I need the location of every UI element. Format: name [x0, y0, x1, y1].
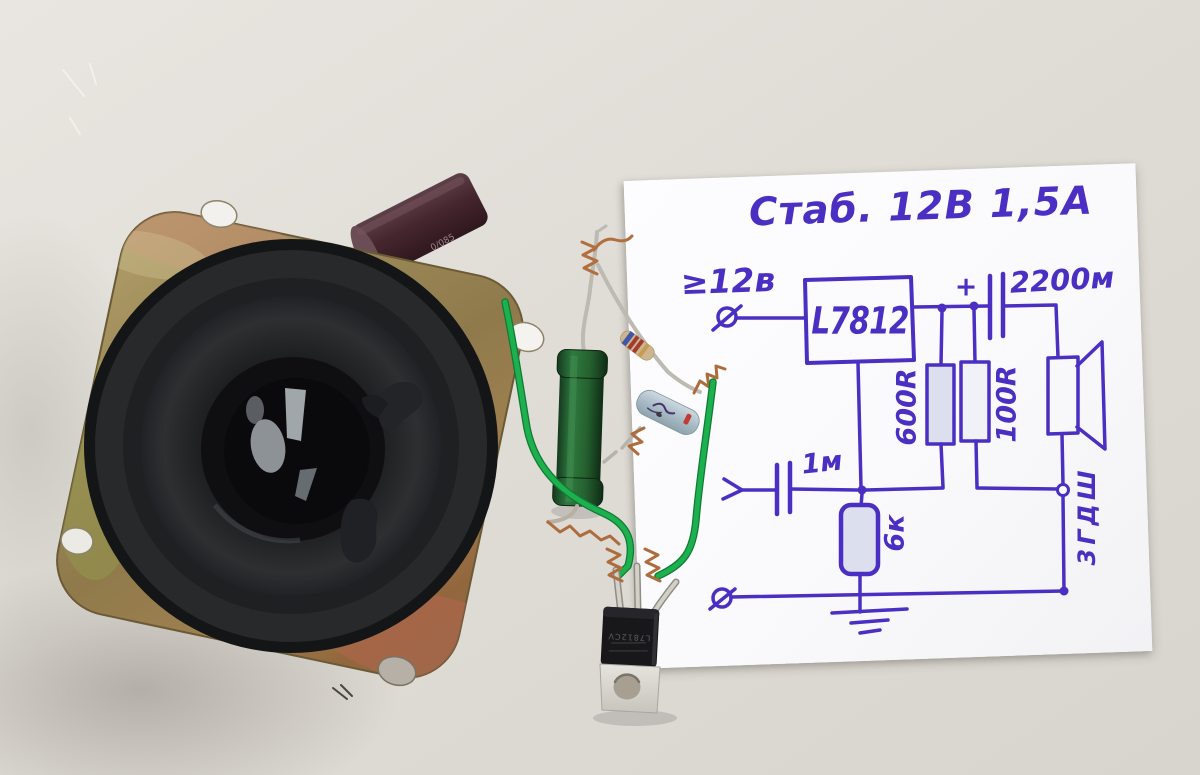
- film-resistor-banded: [620, 330, 655, 361]
- regulator-gnd-lead: [856, 361, 867, 495]
- to220-regulator-chip: [593, 562, 680, 726]
- glue-blobs: [340, 381, 423, 563]
- speaker-driver: [50, 199, 545, 700]
- mount-hole-top-left: [200, 199, 238, 229]
- speaker-terminal-wires: [332, 684, 353, 700]
- capacitor-1u-symbol: [721, 460, 859, 517]
- regulator-box: [803, 275, 916, 365]
- resistor-6k-symbol: [838, 492, 881, 614]
- ground-symbol: [830, 607, 909, 635]
- resistor-100-symbol: [959, 308, 1059, 491]
- speaker-node: [1056, 483, 1070, 596]
- resistor-bottom-lead: [546, 504, 621, 546]
- copper-wrap-top: [580, 234, 634, 276]
- mount-hole-left: [60, 527, 94, 555]
- output-wire: [912, 301, 990, 313]
- dome-reflections: [246, 388, 317, 501]
- background-scratch-marks: [62, 63, 97, 135]
- blue-cap-leads: [602, 364, 727, 464]
- capacitor-2200-symbol: [987, 271, 1060, 359]
- wirewound-resistor-green: [551, 348, 608, 520]
- chip-tab: [599, 663, 661, 714]
- mount-hole-bottom: [377, 655, 417, 687]
- copper-wire-twists: [605, 547, 662, 583]
- small-capacitor-blue: [636, 389, 700, 435]
- resistor-600-symbol: [864, 310, 956, 492]
- speaker-symbol: [1046, 340, 1107, 486]
- bottom-rail: [708, 587, 1066, 611]
- green-hookup-wires: [501, 298, 717, 580]
- input-terminal: [711, 304, 807, 332]
- throat-highlight: [213, 503, 301, 544]
- chip-body: [600, 606, 660, 668]
